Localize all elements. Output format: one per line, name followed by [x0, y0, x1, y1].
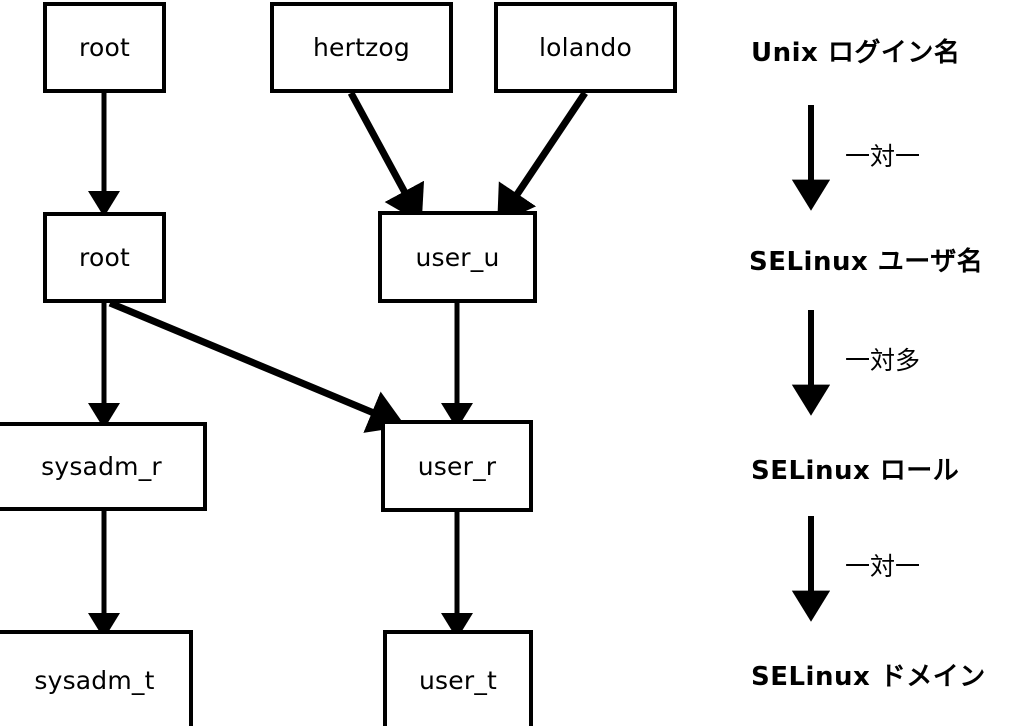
node-seuser-user-u[interactable]: user_u — [378, 211, 537, 303]
edge-seuser-root-to-user_r — [108, 299, 406, 433]
node-label: user_r — [417, 451, 497, 481]
node-role-sysadm-r[interactable]: sysadm_r — [0, 422, 207, 511]
node-label: sysadm_t — [34, 665, 155, 695]
legend-cardinality-one-to-one-user: 一対一 — [845, 142, 921, 171]
node-unix-root[interactable]: root — [43, 2, 166, 93]
node-label: hertzog — [313, 33, 410, 62]
node-domain-sysadm-t[interactable]: sysadm_t — [0, 630, 193, 726]
legend-heading-unix-login-name: Unix ログイン名 — [751, 38, 961, 68]
legend-cardinality-one-to-one-domain: 一対一 — [845, 552, 921, 581]
legend-cardinality-one-to-many-role: 一対多 — [845, 346, 921, 375]
node-seuser-root[interactable]: root — [43, 212, 166, 303]
node-domain-user-t[interactable]: user_t — [383, 630, 533, 726]
node-label: lolando — [539, 33, 632, 62]
edge-lolando-to-user_u — [497, 91, 588, 225]
node-label: sysadm_r — [41, 452, 162, 481]
node-label: root — [79, 243, 130, 272]
node-label: user_t — [418, 665, 498, 695]
node-role-user-r[interactable]: user_r — [381, 420, 533, 512]
edge-hertzog-to-user_u — [347, 91, 425, 224]
legend-heading-selinux-user-name: SELinux ユーザ名 — [749, 247, 984, 277]
node-unix-hertzog[interactable]: hertzog — [270, 2, 453, 93]
node-unix-lolando[interactable]: lolando — [494, 2, 677, 93]
legend-heading-selinux-domain: SELinux ドメイン — [751, 662, 986, 692]
legend-heading-selinux-role: SELinux ロール — [751, 456, 960, 486]
node-label: root — [79, 33, 130, 62]
node-label: user_u — [415, 242, 500, 272]
